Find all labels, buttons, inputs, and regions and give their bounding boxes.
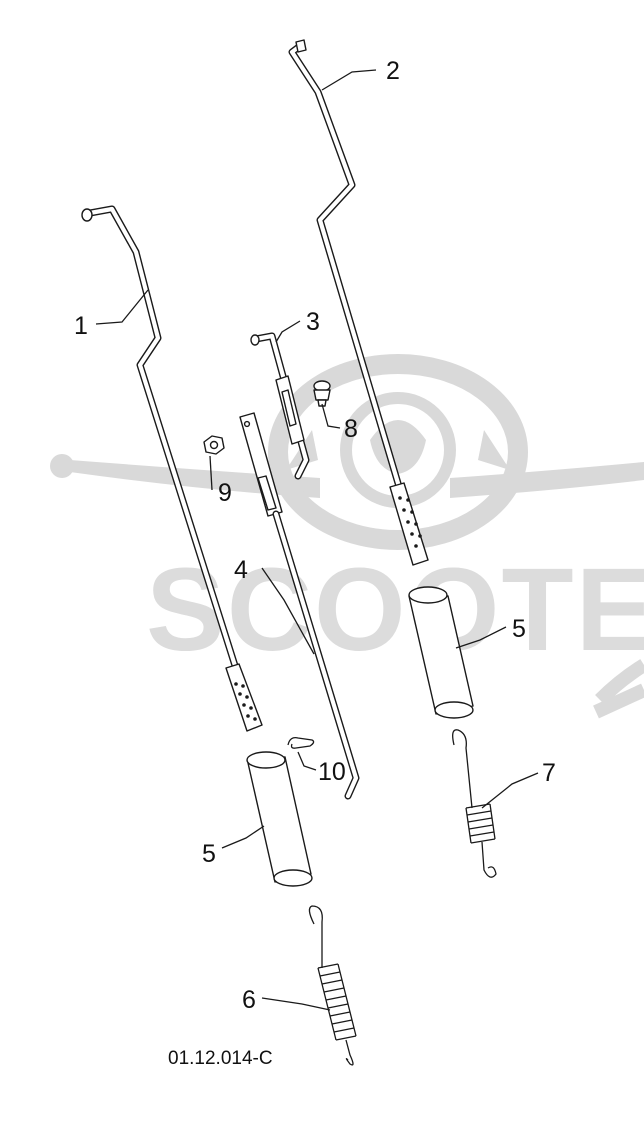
watermark: SCOOTER: [50, 354, 644, 719]
callout-6: 6: [242, 986, 256, 1014]
part-5-sleeve-left: [246, 751, 313, 887]
adjustment-holes: [398, 496, 422, 548]
callout-labels: 1 2 3 4 5 5 6 7 8 9 10: [74, 57, 556, 1014]
adjustment-holes: [234, 682, 257, 721]
callout-10: 10: [318, 758, 346, 786]
leader-lines: [95, 69, 539, 1011]
part-2-control-rod: [288, 39, 429, 566]
part-6-spring: [308, 905, 357, 1066]
callout-7: 7: [542, 759, 556, 787]
part-5-sleeve-right: [408, 586, 474, 719]
callout-3: 3: [306, 308, 320, 336]
part-8-bolt: [313, 380, 331, 407]
part-4-flat-rod: [239, 412, 360, 800]
callout-4: 4: [234, 556, 248, 584]
callout-2: 2: [386, 57, 400, 85]
part-1-control-rod: [81, 205, 263, 732]
callout-5-right: 5: [512, 615, 526, 643]
callout-8: 8: [344, 415, 358, 443]
part-7-spring: [452, 729, 497, 878]
part-3-linkage: [250, 332, 310, 480]
mascot-emblem-icon: [50, 354, 644, 550]
part-10-clip: [287, 737, 315, 749]
callout-9: 9: [218, 479, 232, 507]
part-9-nut: [203, 435, 225, 455]
callout-1: 1: [74, 312, 88, 340]
callout-5-left: 5: [202, 840, 216, 868]
figure-code: 01.12.014-C: [168, 1048, 273, 1069]
